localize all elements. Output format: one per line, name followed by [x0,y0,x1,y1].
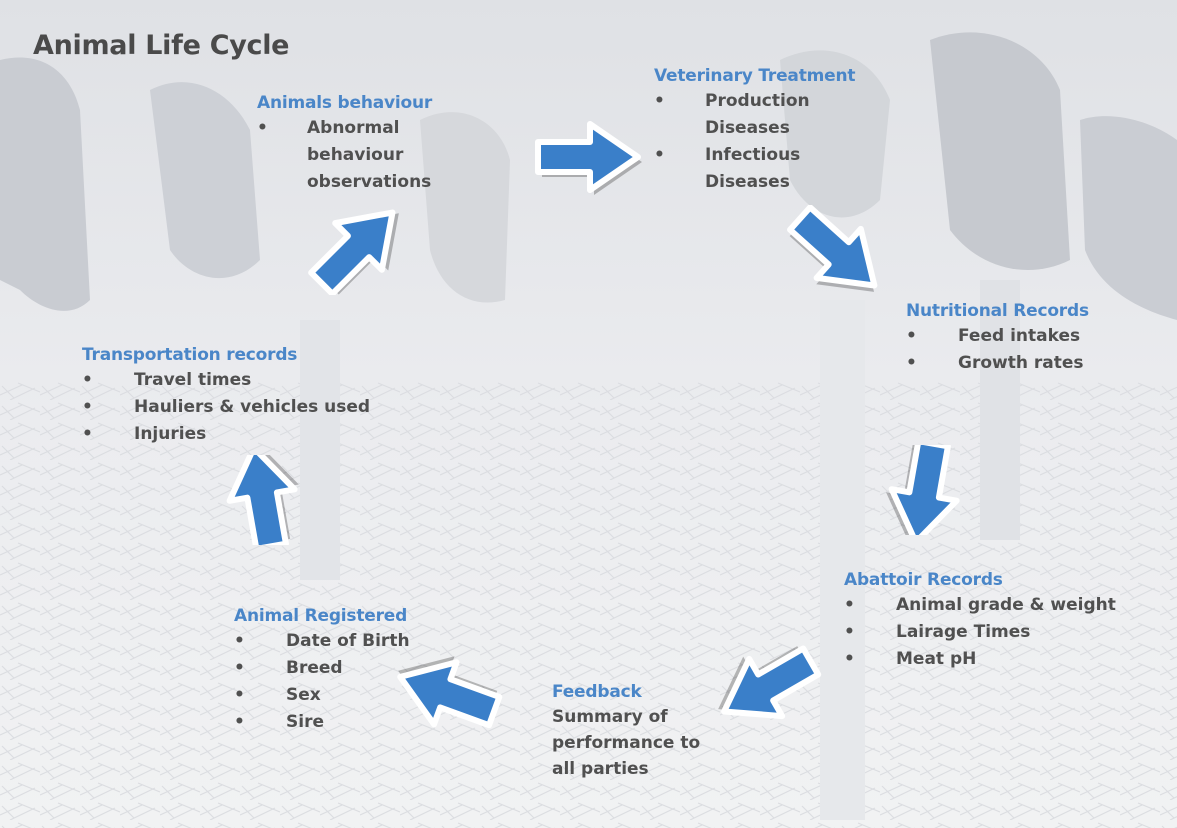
stage-nutritional-records: Nutritional Records • Feed intakes • Growt… [906,301,1166,377]
list-item: • Infectious Diseases [654,142,825,196]
list-item: • Meat pH [844,646,1164,673]
item-text: Feed intakes [958,326,1081,346]
item-text: Lairage Times [896,622,1031,642]
stage-animals-behaviour: Animals behaviour • Abnormal behaviour ob… [257,93,487,196]
list-item: • Sire [234,709,434,736]
bullet-icon: • [257,118,268,138]
stage-heading: Animal Registered [234,606,408,626]
stage-heading: Veterinary Treatment [654,66,856,86]
item-text: Travel times [134,370,252,390]
bullet-icon: • [234,631,245,651]
item-text: Animal grade & weight [896,595,1116,615]
item-text: Hauliers & vehicles used [134,397,371,417]
bullet-icon: • [654,145,665,165]
list-item: • Animal grade & weight [844,592,1164,619]
item-text: Growth rates [958,353,1084,373]
stage-heading: Animals behaviour [257,93,433,113]
list-item: • Growth rates [906,350,1166,377]
bullet-icon: • [82,370,93,390]
arrow-down-right-icon [787,205,878,292]
list-item: • Abnormal behaviour observations [257,115,447,196]
item-text: Sex [286,685,321,705]
item-text: Infectious Diseases [705,145,801,192]
item-text: Breed [286,658,343,678]
list-item: • Breed [234,655,434,682]
arrow-down-icon [886,445,960,535]
item-text: Date of Birth [286,631,410,651]
item-text: Abnormal behaviour observations [307,118,432,192]
stage-feedback: Feedback Summary of performance to all p… [552,682,722,782]
arrow-up-icon [226,455,299,545]
bullet-icon: • [654,91,665,111]
bullet-icon: • [906,326,917,346]
bullet-icon: • [906,353,917,373]
bullet-icon: • [82,397,93,417]
bullet-icon: • [844,622,855,642]
stage-animal-registered: Animal Registered •Date of Birth •Breed … [234,606,434,736]
bullet-icon: • [844,649,855,669]
feedback-text: Summary of performance to all parties [552,707,701,779]
stage-transportation-records: Transportation records • Travel times • Ha… [82,345,382,448]
stage-heading: Transportation records [82,345,298,365]
list-item: • Injuries [82,421,382,448]
bullet-icon: • [844,595,855,615]
arrow-right-icon [535,121,642,195]
list-item: • Sex [234,682,434,709]
list-item: • Feed intakes [906,323,1166,350]
item-text: Injuries [134,424,207,444]
list-item: • Production Diseases [654,88,825,142]
bullet-icon: • [234,712,245,732]
list-item: • Hauliers & vehicles used [82,394,382,421]
stage-abattoir-records: Abattoir Records •Animal grade & weight … [844,570,1164,673]
item-text: Meat pH [896,649,977,669]
stage-heading: Feedback [552,682,642,702]
list-item: • Travel times [82,367,382,394]
stage-heading: Nutritional Records [906,301,1089,321]
arrow-up-right-icon [308,209,399,295]
bullet-icon: • [234,658,245,678]
stage-veterinary-treatment: Veterinary Treatment • Production Disease… [654,66,874,196]
bullet-icon: • [82,424,93,444]
page-title: Animal Life Cycle [33,30,290,61]
list-item: • Date of Birth [234,628,434,655]
arrow-left-icon [397,656,503,729]
bullet-icon: • [234,685,245,705]
item-text: Production Diseases [705,91,810,138]
item-text: Sire [286,712,324,732]
stage-heading: Abattoir Records [844,570,1003,590]
list-item: • Lairage Times [844,619,1164,646]
arrow-down-left-icon [718,645,822,720]
